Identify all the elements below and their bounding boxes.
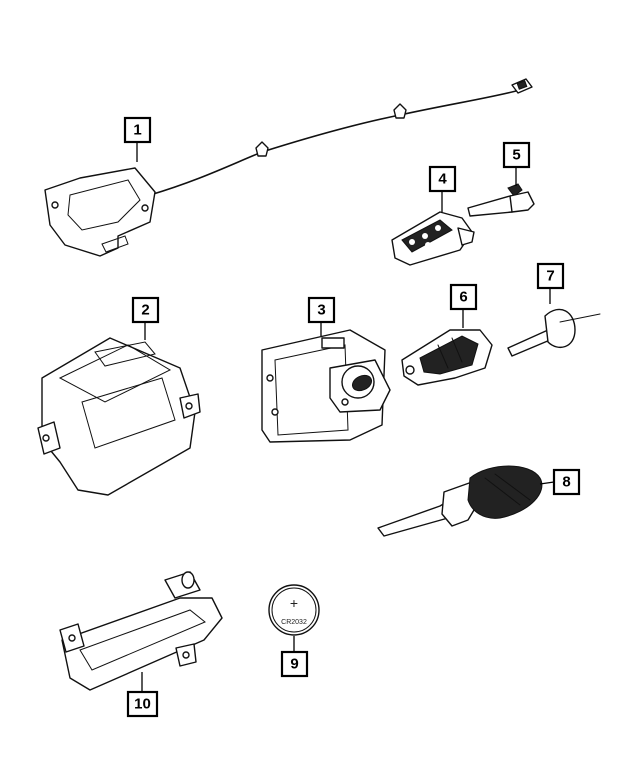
part-3-ignition-switch[interactable] bbox=[261, 329, 391, 443]
part-7-key-blank[interactable] bbox=[507, 308, 601, 357]
callout-7-number: 7 bbox=[546, 268, 554, 285]
part-5-key-blade[interactable] bbox=[467, 183, 535, 217]
callout-8: 8 bbox=[552, 468, 581, 496]
part-6-remote-fob[interactable] bbox=[401, 329, 493, 386]
callout-2: 2 bbox=[131, 296, 160, 324]
callout-4: 4 bbox=[428, 165, 457, 193]
callout-9: 9 bbox=[280, 650, 309, 678]
callout-3-number: 3 bbox=[317, 302, 325, 319]
callout-4-number: 4 bbox=[438, 171, 447, 188]
part-4-key-fob[interactable] bbox=[391, 211, 475, 266]
part-9-battery[interactable]: + CR2032 bbox=[268, 584, 320, 636]
callout-3: 3 bbox=[307, 296, 336, 324]
callout-9-number: 9 bbox=[290, 656, 298, 673]
part-2-control-module[interactable] bbox=[37, 337, 201, 496]
callout-7: 7 bbox=[536, 262, 565, 290]
callout-5-number: 5 bbox=[512, 147, 520, 164]
callout-5: 5 bbox=[502, 141, 531, 169]
callout-6: 6 bbox=[449, 283, 478, 311]
callout-10-number: 10 bbox=[134, 696, 151, 713]
callout-8-number: 8 bbox=[562, 474, 570, 491]
callout-1-number: 1 bbox=[133, 122, 141, 139]
callout-10: 10 bbox=[126, 690, 159, 718]
part-10-bracket[interactable] bbox=[59, 571, 223, 691]
callout-8-leader bbox=[539, 481, 555, 485]
callout-2-number: 2 bbox=[141, 302, 149, 319]
callout-6-number: 6 bbox=[459, 289, 467, 306]
battery-label: CR2032 bbox=[281, 619, 307, 626]
battery-polarity: + bbox=[290, 595, 298, 611]
part-8-key[interactable] bbox=[377, 465, 543, 537]
part-1-antenna-module[interactable] bbox=[44, 78, 533, 257]
callout-1: 1 bbox=[123, 116, 152, 144]
